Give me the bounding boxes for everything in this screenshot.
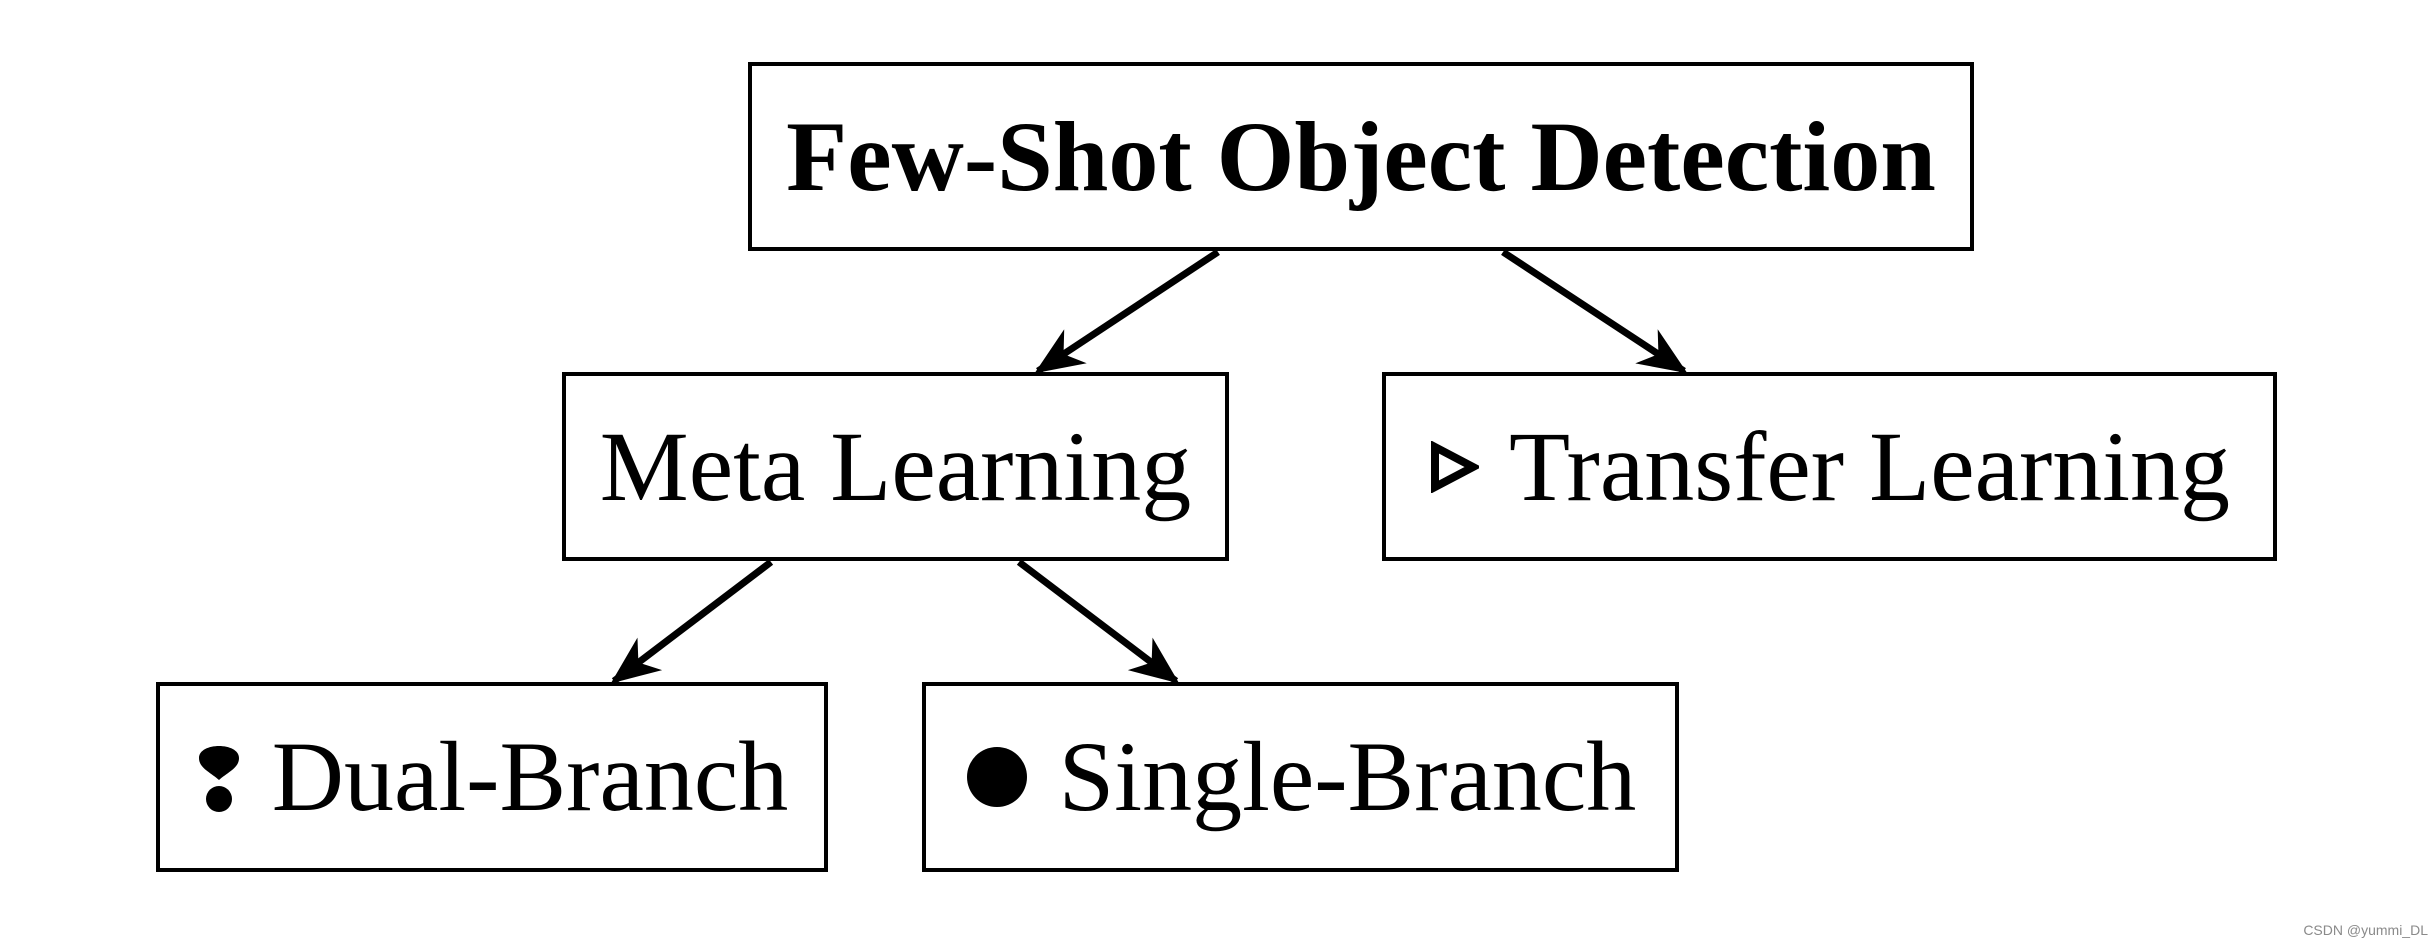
dual-branch-label: Dual-Branch bbox=[271, 721, 789, 832]
edge-meta-to-single-branch bbox=[1016, 559, 1180, 684]
watermark-text: CSDN @yummi_DL bbox=[2303, 922, 2428, 938]
dumbbell-icon bbox=[196, 740, 242, 814]
edge-root-to-transfer-learning bbox=[1501, 249, 1688, 374]
root-node-label: Few-Shot Object Detection bbox=[786, 100, 1936, 212]
edge-meta-to-dual-branch bbox=[610, 559, 774, 684]
triangle-right-outline-icon bbox=[1429, 440, 1479, 493]
filled-circle-icon bbox=[965, 745, 1029, 809]
transfer-learning-node: Transfer Learning bbox=[1382, 372, 2277, 561]
root-node: Few-Shot Object Detection bbox=[748, 62, 1974, 251]
meta-learning-node: Meta Learning bbox=[562, 372, 1229, 561]
single-branch-label: Single-Branch bbox=[1058, 721, 1637, 832]
edge-root-to-meta-learning bbox=[1034, 249, 1220, 374]
transfer-learning-label: Transfer Learning bbox=[1508, 410, 2231, 522]
meta-learning-label: Meta Learning bbox=[599, 410, 1192, 522]
single-branch-node: Single-Branch bbox=[922, 682, 1679, 872]
dual-branch-node: Dual-Branch bbox=[156, 682, 828, 872]
